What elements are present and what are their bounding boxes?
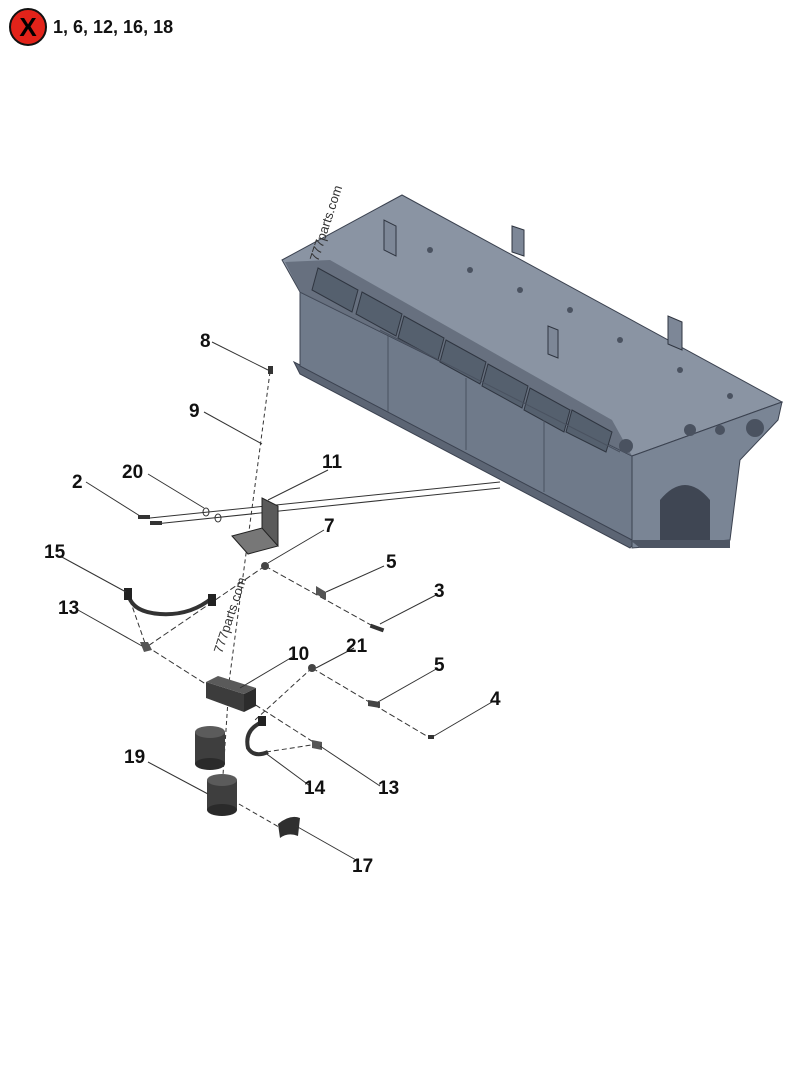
part-19-filter-lower [207, 774, 237, 816]
part-10-valve-body [206, 676, 256, 712]
callout-9: 9 [189, 401, 200, 422]
part-14-hose [245, 720, 269, 757]
callout-4: 4 [490, 689, 501, 710]
part-17-shield [278, 816, 300, 838]
callout-7: 7 [324, 516, 335, 537]
callout-11: 11 [322, 452, 343, 473]
callout-8: 8 [200, 331, 211, 352]
assembly-lines [129, 371, 501, 831]
excluded-items-list: 1, 6, 12, 16, 18 [53, 16, 174, 37]
callout-17: 17 [352, 856, 373, 877]
callout-5b: 5 [434, 655, 445, 676]
callout-14: 14 [304, 778, 326, 799]
callout-leaders [59, 341, 493, 861]
callout-20: 20 [122, 462, 143, 483]
parts [124, 366, 434, 838]
part-5-clamp-lower [368, 700, 380, 708]
part-21-fitting [308, 664, 316, 672]
callout-21: 21 [346, 636, 368, 657]
callout-5a: 5 [386, 552, 397, 573]
part-7-fitting [261, 562, 269, 570]
excluded-x-icon: X [9, 8, 47, 46]
callout-labels: 8 9 2 20 11 7 15 5 3 13 10 21 5 4 19 14 … [44, 331, 501, 877]
part-2-screw [138, 515, 150, 519]
excluded-x-symbol: X [19, 12, 37, 42]
part-20-washer [202, 507, 210, 517]
part-13-fitting-right [312, 740, 322, 750]
part-19-filter-upper [195, 726, 225, 770]
part-8-bolt [268, 366, 273, 374]
excluded-parts-header: X 1, 6, 12, 16, 18 [9, 8, 173, 46]
callout-13b: 13 [378, 778, 399, 799]
callout-3: 3 [434, 581, 445, 602]
part-4-pin [428, 735, 434, 739]
watermark-middle: 777parts.com [211, 575, 250, 655]
part-13-fitting-left [140, 642, 152, 652]
part-5-clamp-upper [316, 586, 326, 600]
callout-15: 15 [44, 542, 66, 563]
part-15-hose [126, 591, 214, 617]
callout-13a: 13 [58, 598, 79, 619]
callout-10: 10 [288, 644, 309, 665]
callout-2: 2 [72, 472, 83, 493]
part-3-pin [369, 623, 385, 633]
engine-block [281, 194, 784, 549]
callout-19: 19 [124, 747, 145, 768]
